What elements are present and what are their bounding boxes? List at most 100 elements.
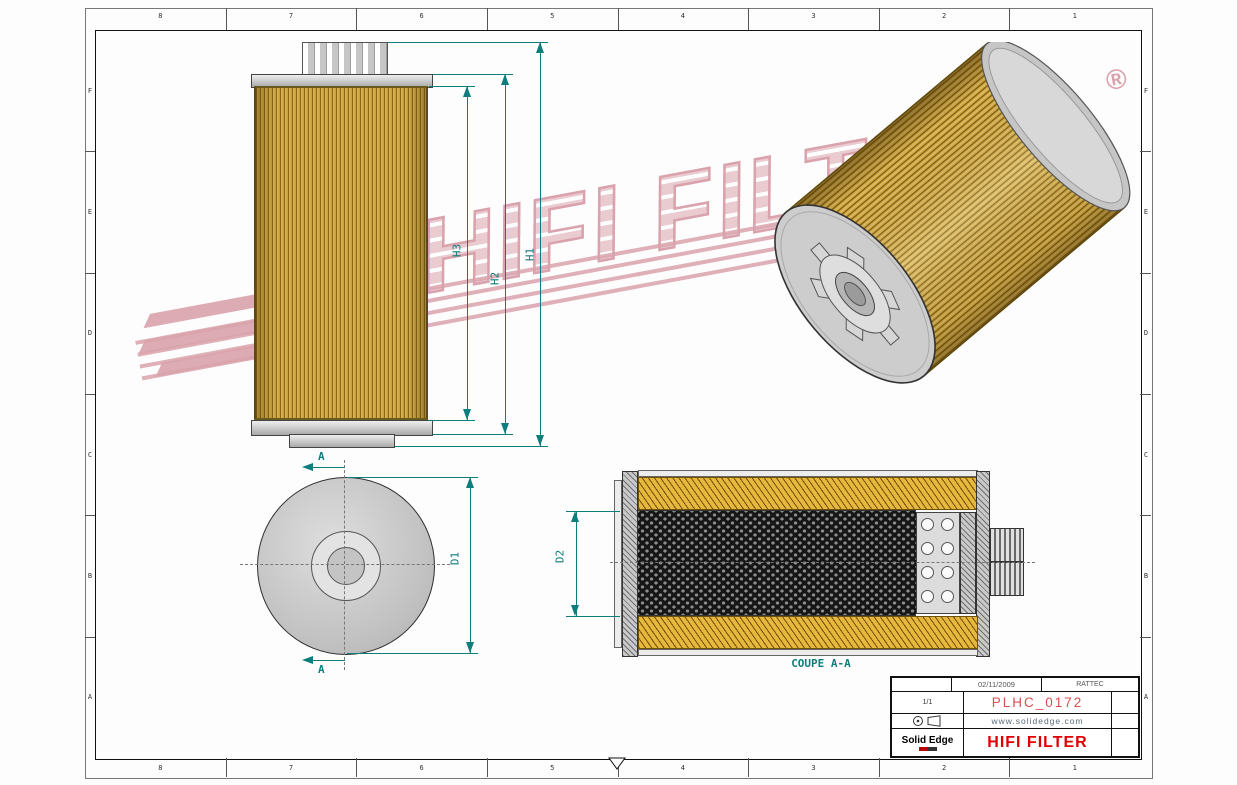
zone-label: 1 bbox=[1072, 764, 1077, 772]
iso-end-cap bbox=[745, 178, 965, 387]
zone-label: F bbox=[1143, 86, 1149, 95]
zone-tick bbox=[225, 8, 227, 30]
title-block: 02/11/2009 RATTEC 1/1 PLHC_0172 www.soli… bbox=[890, 676, 1140, 758]
zone-tick bbox=[878, 8, 880, 30]
title-block-cell-empty bbox=[1112, 714, 1138, 728]
zone-tick bbox=[1140, 272, 1151, 274]
arrowhead-icon bbox=[463, 86, 471, 97]
h2-extension-line bbox=[433, 73, 513, 75]
zone-label: F bbox=[87, 86, 93, 95]
d1-extension-line bbox=[347, 652, 478, 654]
zone-label: 1 bbox=[1072, 12, 1077, 20]
h3-extension-line bbox=[429, 85, 475, 87]
zone-label: C bbox=[87, 450, 93, 459]
zone-label: 5 bbox=[550, 764, 555, 772]
title-block-row3: www.solidedge.com bbox=[892, 714, 1138, 729]
title-block-scale: 1/1 bbox=[892, 692, 964, 713]
cut-marker-bottom: A bbox=[318, 663, 325, 676]
d2-extension-line bbox=[566, 510, 620, 512]
center-mark-bottom bbox=[608, 757, 626, 770]
arrowhead-icon bbox=[501, 74, 509, 85]
arrowhead-icon bbox=[571, 605, 579, 616]
arrowhead-icon bbox=[571, 511, 579, 522]
drawing-frame bbox=[95, 30, 1142, 760]
title-block-part-number: PLHC_0172 bbox=[964, 692, 1112, 713]
title-block-cell-empty bbox=[892, 678, 952, 691]
spring-coil bbox=[921, 566, 934, 579]
spring-coil bbox=[941, 542, 954, 555]
title-block-date: 02/11/2009 bbox=[952, 678, 1042, 691]
title-block-company: HIFI FILTER bbox=[964, 729, 1112, 756]
zone-label: 8 bbox=[158, 764, 163, 772]
zone-label: E bbox=[87, 207, 93, 216]
zone-label: 3 bbox=[811, 12, 816, 20]
h3-dimension-line bbox=[466, 86, 468, 420]
section-bottom-seam bbox=[638, 649, 978, 656]
h2-dimension-line bbox=[504, 74, 506, 434]
title-block-cad-cell: Solid Edge bbox=[892, 729, 964, 756]
arrowhead-icon bbox=[463, 409, 471, 420]
zone-tick bbox=[85, 151, 95, 153]
isometric-view bbox=[745, 42, 1131, 387]
zone-label: A bbox=[87, 693, 93, 702]
arrowhead-icon bbox=[302, 656, 313, 664]
zone-tick bbox=[1140, 394, 1151, 395]
spring-coil bbox=[941, 590, 954, 603]
zone-label: 3 bbox=[811, 764, 816, 772]
arrowhead-icon bbox=[501, 423, 509, 434]
section-left-plate bbox=[614, 480, 622, 648]
d2-dimension-line bbox=[575, 511, 577, 616]
title-block-cell-empty bbox=[1112, 729, 1138, 756]
zone-tick bbox=[85, 636, 95, 638]
zone-tick bbox=[1140, 151, 1151, 153]
top-view-hub-bore bbox=[327, 547, 365, 585]
zone-tick bbox=[225, 758, 227, 777]
d2-extension-line bbox=[566, 615, 620, 617]
title-block-website: www.solidedge.com bbox=[964, 714, 1112, 728]
section-inner-mesh bbox=[638, 510, 916, 616]
zone-label: 4 bbox=[680, 764, 685, 772]
title-block-author: RATTEC bbox=[1076, 681, 1104, 688]
zone-label: 6 bbox=[419, 764, 424, 772]
zone-label: 2 bbox=[941, 764, 947, 772]
section-centerline bbox=[610, 562, 1035, 563]
centerline-vertical bbox=[344, 460, 345, 670]
arrowhead-icon bbox=[302, 463, 313, 471]
centerline-horizontal bbox=[240, 564, 450, 565]
front-view-end-castellation bbox=[302, 42, 388, 75]
projection-symbol-icon bbox=[912, 715, 940, 727]
cut-arrow-line bbox=[312, 660, 345, 661]
zone-tick bbox=[748, 758, 750, 777]
zone-tick bbox=[85, 515, 95, 517]
zone-label: D bbox=[1143, 329, 1149, 338]
section-right-end-cap bbox=[976, 471, 990, 657]
section-right-inner-cap bbox=[960, 512, 976, 614]
title-block-row1: 02/11/2009 RATTEC bbox=[892, 678, 1138, 692]
section-top-media-band bbox=[638, 477, 978, 510]
zone-tick bbox=[486, 758, 488, 777]
zone-label: 5 bbox=[550, 12, 555, 20]
section-title: COUPE A-A bbox=[791, 657, 851, 670]
cut-arrow-line bbox=[312, 467, 345, 468]
zone-tick bbox=[878, 758, 880, 777]
zone-tick bbox=[486, 8, 488, 30]
zone-tick bbox=[356, 758, 358, 777]
cut-marker-top: A bbox=[318, 450, 325, 463]
section-spring bbox=[916, 512, 960, 614]
front-view-pleated-media bbox=[254, 86, 428, 420]
spring-coil bbox=[921, 542, 934, 555]
zone-label: 2 bbox=[941, 12, 947, 20]
title-block-row4: Solid Edge HIFI FILTER bbox=[892, 729, 1138, 756]
d1-dimension-line bbox=[469, 477, 471, 653]
section-left-end-cap bbox=[622, 471, 638, 657]
section-bottom-media-band bbox=[638, 616, 978, 649]
arrowhead-icon bbox=[536, 42, 544, 53]
zone-label: 4 bbox=[680, 12, 685, 20]
front-view-bottom-stub bbox=[289, 434, 395, 448]
zone-tick bbox=[1009, 8, 1011, 30]
